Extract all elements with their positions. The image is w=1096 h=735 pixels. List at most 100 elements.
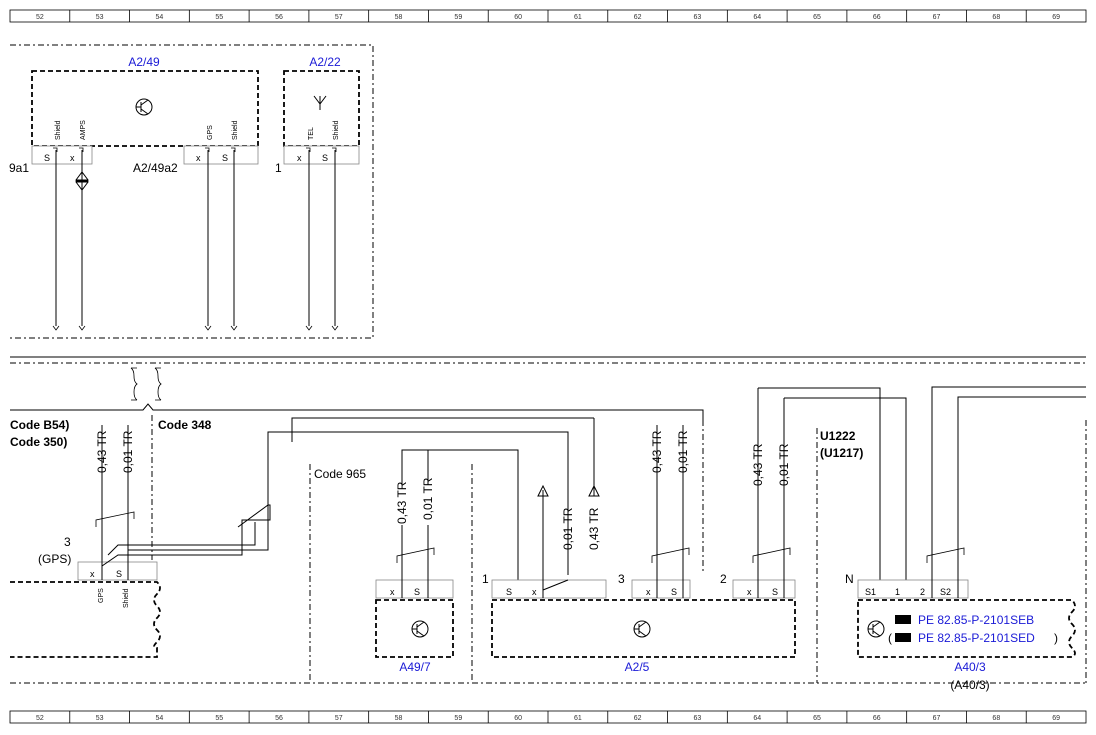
gps-unit-box: [10, 581, 161, 658]
grid-column-number: 58: [395, 14, 403, 21]
grid-column-number: 64: [753, 715, 761, 722]
a40-3-connector-n: N: [845, 572, 854, 586]
a2-5-wires: [291, 387, 907, 598]
grid-column-number: 68: [992, 715, 1000, 722]
a40-3-wires: [926, 386, 1086, 598]
grid-column-number: 57: [335, 715, 343, 722]
a2-49-box: [31, 70, 259, 147]
a2-5-plug-2: [732, 579, 796, 599]
grid-column-number: 61: [574, 715, 582, 722]
grid-column-number: 60: [514, 715, 522, 722]
code-350: Code 350): [10, 435, 67, 449]
pin-x: x: [90, 569, 95, 579]
a49-7-label[interactable]: A49/7: [399, 660, 431, 674]
ref-open-paren: (: [888, 631, 892, 645]
a2-22-box: [283, 70, 360, 147]
pin-1: 1: [895, 587, 900, 597]
grid-column-number: 67: [933, 14, 941, 21]
wire-043-label: 0,43 TR: [95, 430, 109, 473]
upper-wires: [52, 147, 339, 331]
a2-49a1-label: 9a1: [9, 161, 29, 175]
a49-7-plug: [375, 579, 454, 599]
pin-shield-label: Shield: [333, 120, 340, 140]
wire-001-label: 0,01 TR: [777, 443, 791, 486]
a2-49a2-plug: [183, 145, 259, 165]
grid-column-number: 56: [275, 715, 283, 722]
code-u1222: U1222: [820, 429, 856, 443]
a2-22-label[interactable]: A2/22: [309, 55, 341, 69]
a2-5-connector-2: 2: [720, 572, 727, 586]
grid-column-number: 58: [395, 715, 403, 722]
grid-column-number: 65: [813, 14, 821, 21]
grid-column-number: 52: [36, 715, 44, 722]
grid-column-number: 52: [36, 14, 44, 21]
wire-043-label: 0,43 TR: [751, 443, 765, 486]
a49-7-wires: [396, 449, 519, 598]
grid-column-number: 54: [156, 715, 164, 722]
transistor-icon: [867, 620, 885, 638]
a2-22-plug: [283, 145, 360, 165]
pin-s: S: [116, 569, 122, 579]
grid-column-number: 53: [96, 14, 104, 21]
ref-link-1[interactable]: PE 82.85-P-2101SEB: [918, 613, 1034, 627]
transistor-icon: [135, 98, 153, 116]
pin-s: S: [671, 587, 677, 597]
a2-49a1-plug: [31, 145, 93, 165]
a2-5-plug-1: [491, 579, 607, 599]
grid-column-number: 69: [1052, 14, 1060, 21]
pin-s2: S2: [940, 587, 951, 597]
grid-column-number: 55: [215, 14, 223, 21]
code-u1217: (U1217): [820, 446, 863, 460]
a2-5-plug-3: [631, 579, 691, 599]
gps-connector-name: (GPS): [38, 552, 71, 566]
a2-5-label[interactable]: A2/5: [625, 660, 650, 674]
grid-column-number: 63: [694, 715, 702, 722]
pin-x: x: [532, 587, 537, 597]
section-separator: [10, 356, 1086, 420]
pin-s: S: [222, 153, 228, 163]
a2-5-box: [491, 599, 796, 658]
ref-link-2[interactable]: PE 82.85-P-2101SED: [918, 631, 1035, 645]
grid-column-number: 63: [694, 14, 702, 21]
upper-section: A2/49 9a1 S x Shield AMPS A2/49a2 x S GP…: [9, 44, 374, 339]
code-b54: Code B54): [10, 418, 69, 432]
a40-3-label[interactable]: A40/3: [954, 660, 986, 674]
grid-column-number: 64: [753, 14, 761, 21]
wire-001-label: 0,01 TR: [421, 477, 435, 520]
pin-s: S: [506, 587, 512, 597]
hand-pointer-icon: [895, 615, 911, 642]
grid-column-number: 62: [634, 715, 642, 722]
grid-column-number: 68: [992, 14, 1000, 21]
a49-7-box: [375, 599, 454, 658]
wire-001-label: 0,01 TR: [676, 430, 690, 473]
pin-shield-label: Shield: [55, 120, 62, 140]
code-348: Code 348: [158, 418, 212, 432]
grid-column-number: 54: [156, 14, 164, 21]
pin-gps-label: GPS: [207, 125, 214, 140]
transistor-icon: [633, 620, 651, 638]
a2-22-connector-num: 1: [275, 161, 282, 175]
upper-harness-frame: [10, 44, 374, 339]
grid-column-number: 66: [873, 14, 881, 21]
a2-49-label[interactable]: A2/49: [128, 55, 160, 69]
grid-column-number: 69: [1052, 715, 1060, 722]
wire-043-label: 0,43 TR: [587, 507, 601, 550]
grid-column-number: 61: [574, 14, 582, 21]
a2-5-connector-3: 3: [618, 572, 625, 586]
grid-column-number: 57: [335, 14, 343, 21]
wire-043-label: 0,43 TR: [650, 430, 664, 473]
grid-column-number: 66: [873, 715, 881, 722]
gps-wires: [95, 425, 569, 580]
pin-s: S: [414, 587, 420, 597]
pin-x: x: [390, 587, 395, 597]
a40-3-alt-label: (A40/3): [950, 678, 989, 692]
wire-043-label: 0,43 TR: [395, 481, 409, 524]
pin-tel-label: TEL: [308, 127, 315, 140]
pin-x: x: [70, 153, 75, 163]
pin-shield-label: Shield: [123, 588, 130, 608]
a40-3-box: [857, 599, 1076, 658]
pin-s: S: [322, 153, 328, 163]
pin-amps-label: AMPS: [80, 120, 87, 140]
